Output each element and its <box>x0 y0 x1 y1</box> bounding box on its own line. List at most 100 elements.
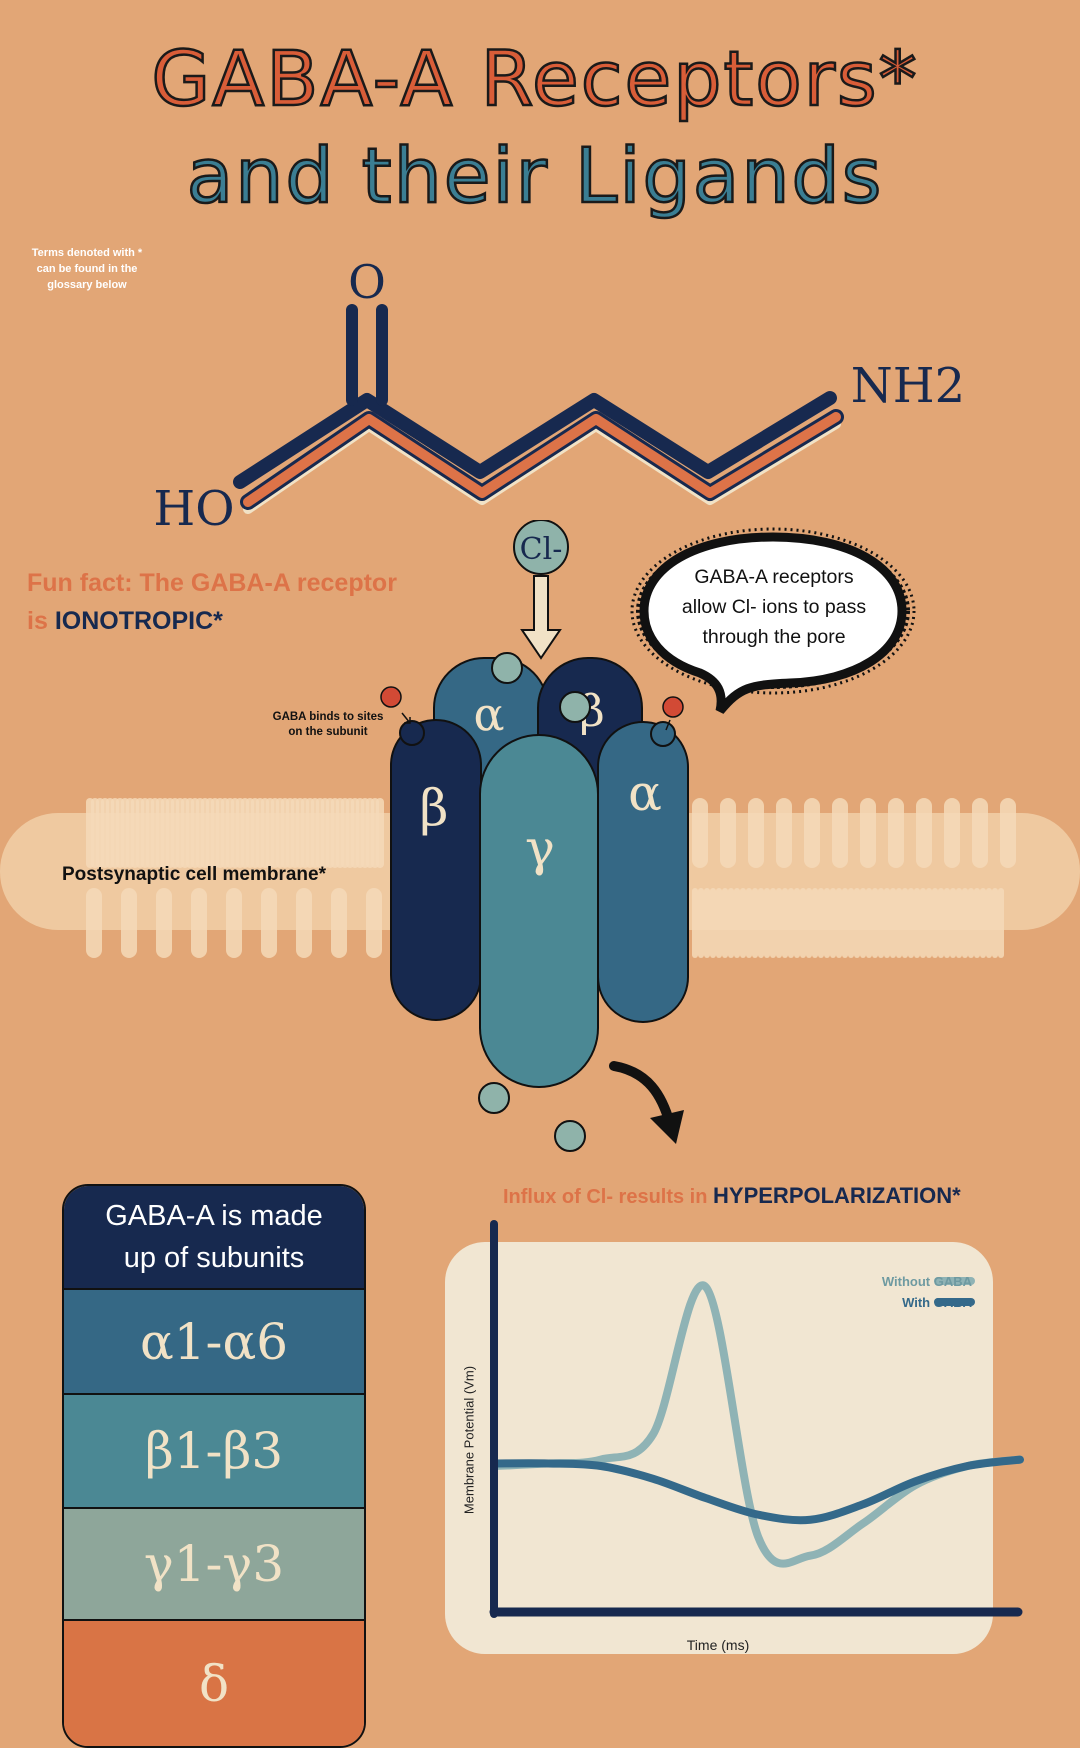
membrane-lipid <box>812 888 818 958</box>
subunit-beta-front <box>390 719 482 1021</box>
membrane-lipid <box>692 798 708 868</box>
membrane-lipid <box>830 888 836 958</box>
hydroxyl-group-label: HO <box>153 481 234 537</box>
amine-group-label: NH2 <box>851 358 965 414</box>
oxygen-atom-label: O <box>348 255 386 309</box>
subunit-alpha-back-label: α <box>473 687 504 741</box>
membrane-lipid <box>704 888 710 958</box>
title-graphic: GABA-A Receptors* and their Ligands <box>150 33 918 222</box>
membrane-lipid <box>376 798 384 868</box>
membrane-lipid <box>872 888 878 958</box>
speech-bubble <box>630 527 916 714</box>
fun-fact-text: Fun fact: The GABA-A receptor is IONOTRO… <box>27 564 407 640</box>
subunit-row-beta: β1-β3 <box>64 1393 364 1507</box>
membrane-lipid <box>728 888 734 958</box>
membrane-lipid <box>824 888 830 958</box>
membrane-lipid <box>121 888 137 958</box>
membrane-label: Postsynaptic cell membrane* <box>62 864 326 885</box>
membrane-lipid <box>226 888 242 958</box>
subunit-beta-front-label: β <box>420 779 449 837</box>
membrane-lipid <box>804 798 820 868</box>
title-line-1: GABA-A Receptors* <box>151 34 918 123</box>
membrane-lipid <box>884 888 890 958</box>
binding-pointer-icon <box>665 719 671 731</box>
membrane-lipid <box>746 888 752 958</box>
membrane-lipid <box>752 888 758 958</box>
membrane-lipid <box>860 798 876 868</box>
curved-arrow-head-icon <box>650 1110 684 1144</box>
gaba-binding-note: GABA binds to sites on the subunit <box>258 710 398 740</box>
membrane-lipid <box>720 798 736 868</box>
gaba-molecule: O HO NH2 <box>153 255 965 537</box>
membrane-lipid <box>980 888 986 958</box>
membrane-lipid <box>926 888 932 958</box>
gaba-binding-site <box>650 721 676 747</box>
molecule-backbone-navy <box>233 391 837 489</box>
membrane-lipid <box>770 888 776 958</box>
membrane-lipid <box>854 888 860 958</box>
membrane-lipid <box>932 888 938 958</box>
membrane-lipid <box>261 888 277 958</box>
fun-fact-prefix: Fun fact: The GABA-A receptor is <box>27 569 397 635</box>
gaba-molecule-dot <box>662 696 684 718</box>
membrane-lipid <box>950 888 956 958</box>
membrane-lipid <box>848 888 854 958</box>
membrane-lipid <box>698 888 704 958</box>
chloride-ion-exiting <box>554 1120 586 1152</box>
membrane-lipid <box>896 888 902 958</box>
membrane-lipid <box>836 888 842 958</box>
membrane-lipid <box>748 798 764 868</box>
membrane-lipid <box>156 888 172 958</box>
membrane-lipid <box>734 888 740 958</box>
glossary-note-line: can be found in the <box>36 263 138 275</box>
membrane-lipid <box>914 888 920 958</box>
legend-entry-without-gaba: Without GABA <box>881 1274 972 1289</box>
membrane-lipid <box>986 888 992 958</box>
subunit-row-alpha: α1-α6 <box>64 1288 364 1393</box>
subunit-alpha-front-label: α <box>628 764 662 822</box>
speech-bubble-shape <box>639 532 907 714</box>
membrane-lipid <box>800 888 806 958</box>
subunit-gamma <box>479 734 599 1088</box>
membrane-lipid <box>972 798 988 868</box>
influx-caption: Influx of Cl- results in HYPERPOLARIZATI… <box>503 1183 961 1209</box>
subunit-table: GABA-A is made up of subunits α1-α6 β1-β… <box>62 1184 366 1748</box>
membrane-lipid <box>296 888 312 958</box>
glossary-note-line: glossary below <box>47 279 127 291</box>
membrane-lipid <box>716 888 722 958</box>
chart-x-axis-label: Time (ms) <box>686 1637 750 1653</box>
chloride-ion-exiting <box>478 1082 510 1114</box>
subunit-table-header-line: up of subunits <box>123 1242 305 1274</box>
membrane-lipids <box>86 798 1016 958</box>
subunit-row-gamma: γ1-γ3 <box>64 1507 364 1619</box>
series-line-without-gaba <box>492 1281 1024 1568</box>
influx-caption-emphasis: HYPERPOLARIZATION* <box>713 1183 961 1208</box>
subunit-table-header: GABA-A is made up of subunits <box>64 1186 364 1288</box>
subunit-table-header-line: GABA-A is made <box>105 1200 323 1232</box>
membrane-lipid <box>710 888 716 958</box>
membrane-lipid <box>86 888 102 958</box>
gaba-binding-note-line: GABA binds to sites <box>272 711 384 723</box>
membrane-lipid <box>794 888 800 958</box>
chart-y-axis-label: Membrane Potential (Vm) <box>461 1365 477 1515</box>
chloride-ion-entering: Cl- <box>513 520 569 575</box>
membrane-lipid <box>944 888 950 958</box>
membrane-lipid <box>890 888 896 958</box>
membrane-lipid <box>938 888 944 958</box>
membrane-lipid <box>331 888 347 958</box>
membrane-lipid <box>992 888 998 958</box>
membrane-lipid <box>782 888 788 958</box>
gaba-binding-note-line: on the subunit <box>288 726 368 738</box>
membrane-lipid <box>740 888 746 958</box>
membrane-lipid <box>842 888 848 958</box>
membrane-lipid <box>944 798 960 868</box>
molecule-backbone-orange <box>243 412 841 507</box>
speech-bubble-line: allow Cl- ions to pass <box>681 596 867 618</box>
legend-entry-with-gaba: With GABA <box>902 1295 972 1310</box>
membrane-lipid <box>818 888 824 958</box>
influx-caption-prefix: Influx of Cl- results in <box>503 1186 708 1208</box>
gaba-molecule-dot <box>380 686 402 708</box>
membrane-lipid <box>366 888 382 958</box>
membrane-lipid <box>806 888 812 958</box>
membrane-lipid <box>888 798 904 868</box>
